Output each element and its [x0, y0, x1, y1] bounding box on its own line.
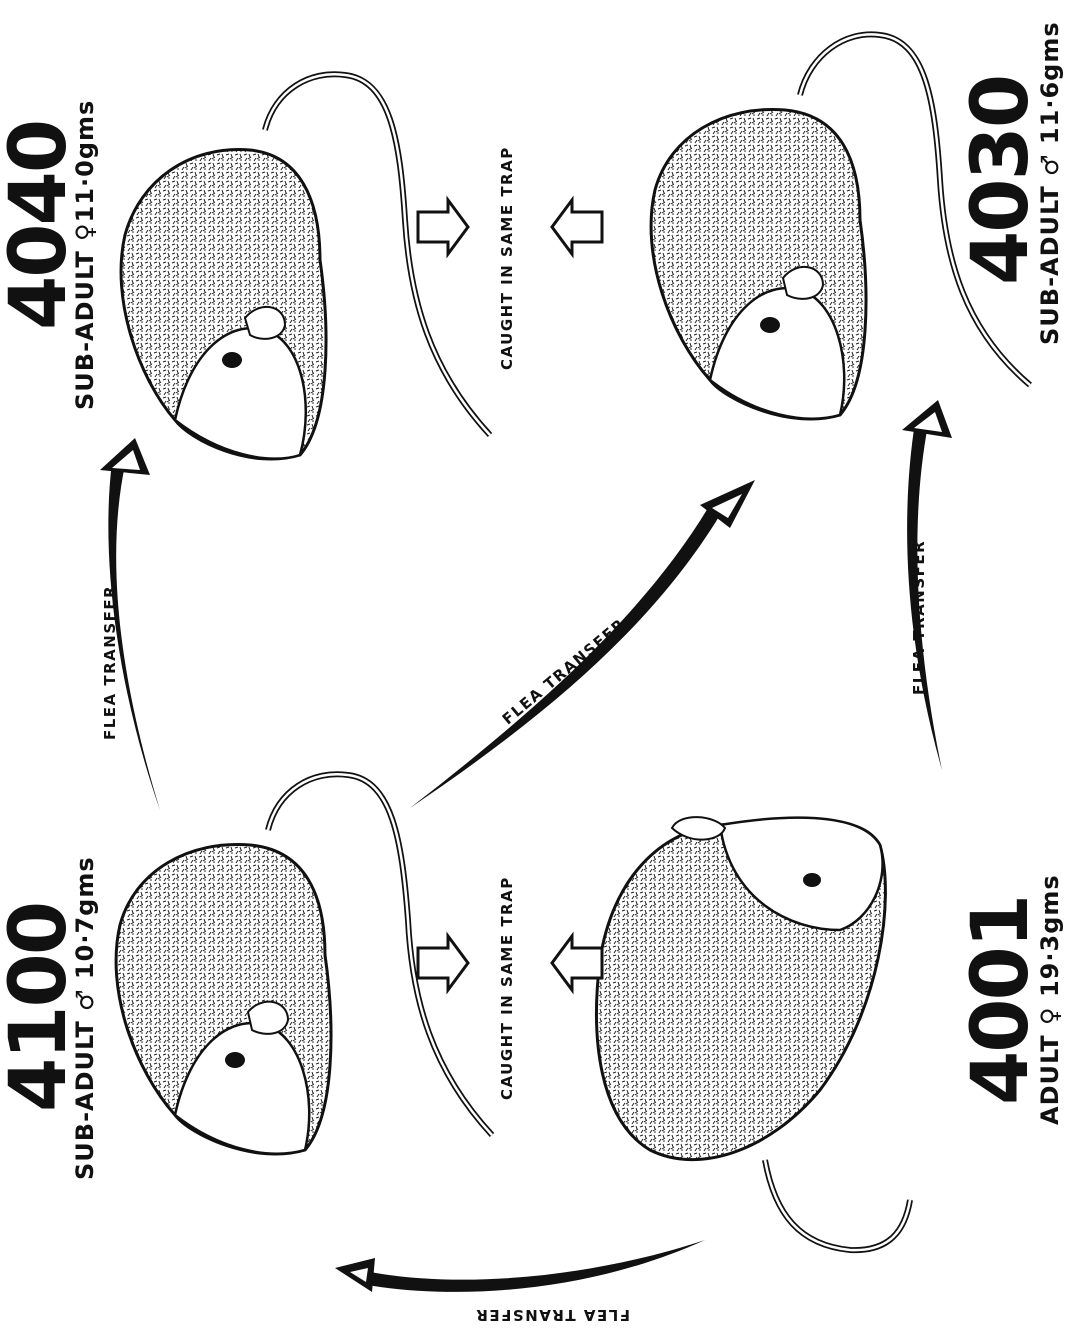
hollow-arrow-icon — [418, 936, 468, 990]
age-class: SUB-ADULT — [1036, 185, 1064, 345]
mouse-4001-id: 4001 — [962, 896, 1040, 1105]
flea-transfer-label-4100-4040: FLEA TRANSFER — [103, 585, 118, 740]
sex-symbol: ♂ — [71, 988, 99, 1011]
mouse-4040-details: SUB-ADULT ♀11·0gms — [73, 100, 97, 410]
mouse-4030-ear — [783, 267, 823, 299]
mouse-4001-tail — [765, 1160, 910, 1250]
mouse-4040-illustration — [121, 74, 490, 459]
body-weight: 11·0gms — [71, 100, 99, 223]
age-class: ADULT — [1036, 1034, 1064, 1125]
body-weight: 19·3gms — [1036, 874, 1064, 997]
flea-transfer-label-4001-4030: FLEA TRANSFER — [912, 540, 927, 695]
caught-in-same-trap-label-bottom: CAUGHT IN SAME TRAP — [500, 876, 515, 1100]
age-class: SUB-ADULT — [71, 1020, 99, 1180]
mouse-4100-ear — [248, 1002, 288, 1034]
hollow-arrow-icon — [552, 200, 602, 254]
mouse-4100-eye — [225, 1052, 245, 1068]
body-weight: 10·7gms — [71, 856, 99, 979]
mouse-4030-details: SUB-ADULT ♂ 11·6gms — [1038, 21, 1062, 345]
mouse-4040-ear — [245, 307, 285, 339]
hollow-arrow-icon — [552, 936, 602, 990]
sex-symbol: ♀ — [1036, 1006, 1064, 1025]
mouse-4040-eye — [222, 352, 242, 368]
mouse-4001-eye — [803, 873, 821, 887]
flea-transfer-label-4001-4100: FLEA TRANSFER — [475, 1307, 630, 1322]
caught-in-same-trap-label-top: CAUGHT IN SAME TRAP — [500, 146, 515, 370]
mouse-4040-id: 4040 — [0, 121, 78, 330]
mouse-4100-details: SUB-ADULT ♂ 10·7gms — [73, 856, 97, 1180]
age-class: SUB-ADULT — [71, 250, 99, 410]
mouse-4030-id: 4030 — [962, 76, 1040, 285]
mouse-4100-id: 4100 — [0, 903, 78, 1112]
mouse-4001-illustration — [597, 817, 910, 1250]
body-weight: 11·6gms — [1036, 21, 1064, 144]
mouse-4001-details: ADULT ♀ 19·3gms — [1038, 874, 1062, 1125]
sex-symbol: ♂ — [1036, 153, 1064, 176]
sex-symbol: ♀ — [71, 222, 99, 241]
hollow-arrow-icon — [418, 200, 468, 254]
flea-transfer-arrow-4001-4100 — [335, 1240, 705, 1292]
mouse-4030-eye — [760, 317, 780, 333]
